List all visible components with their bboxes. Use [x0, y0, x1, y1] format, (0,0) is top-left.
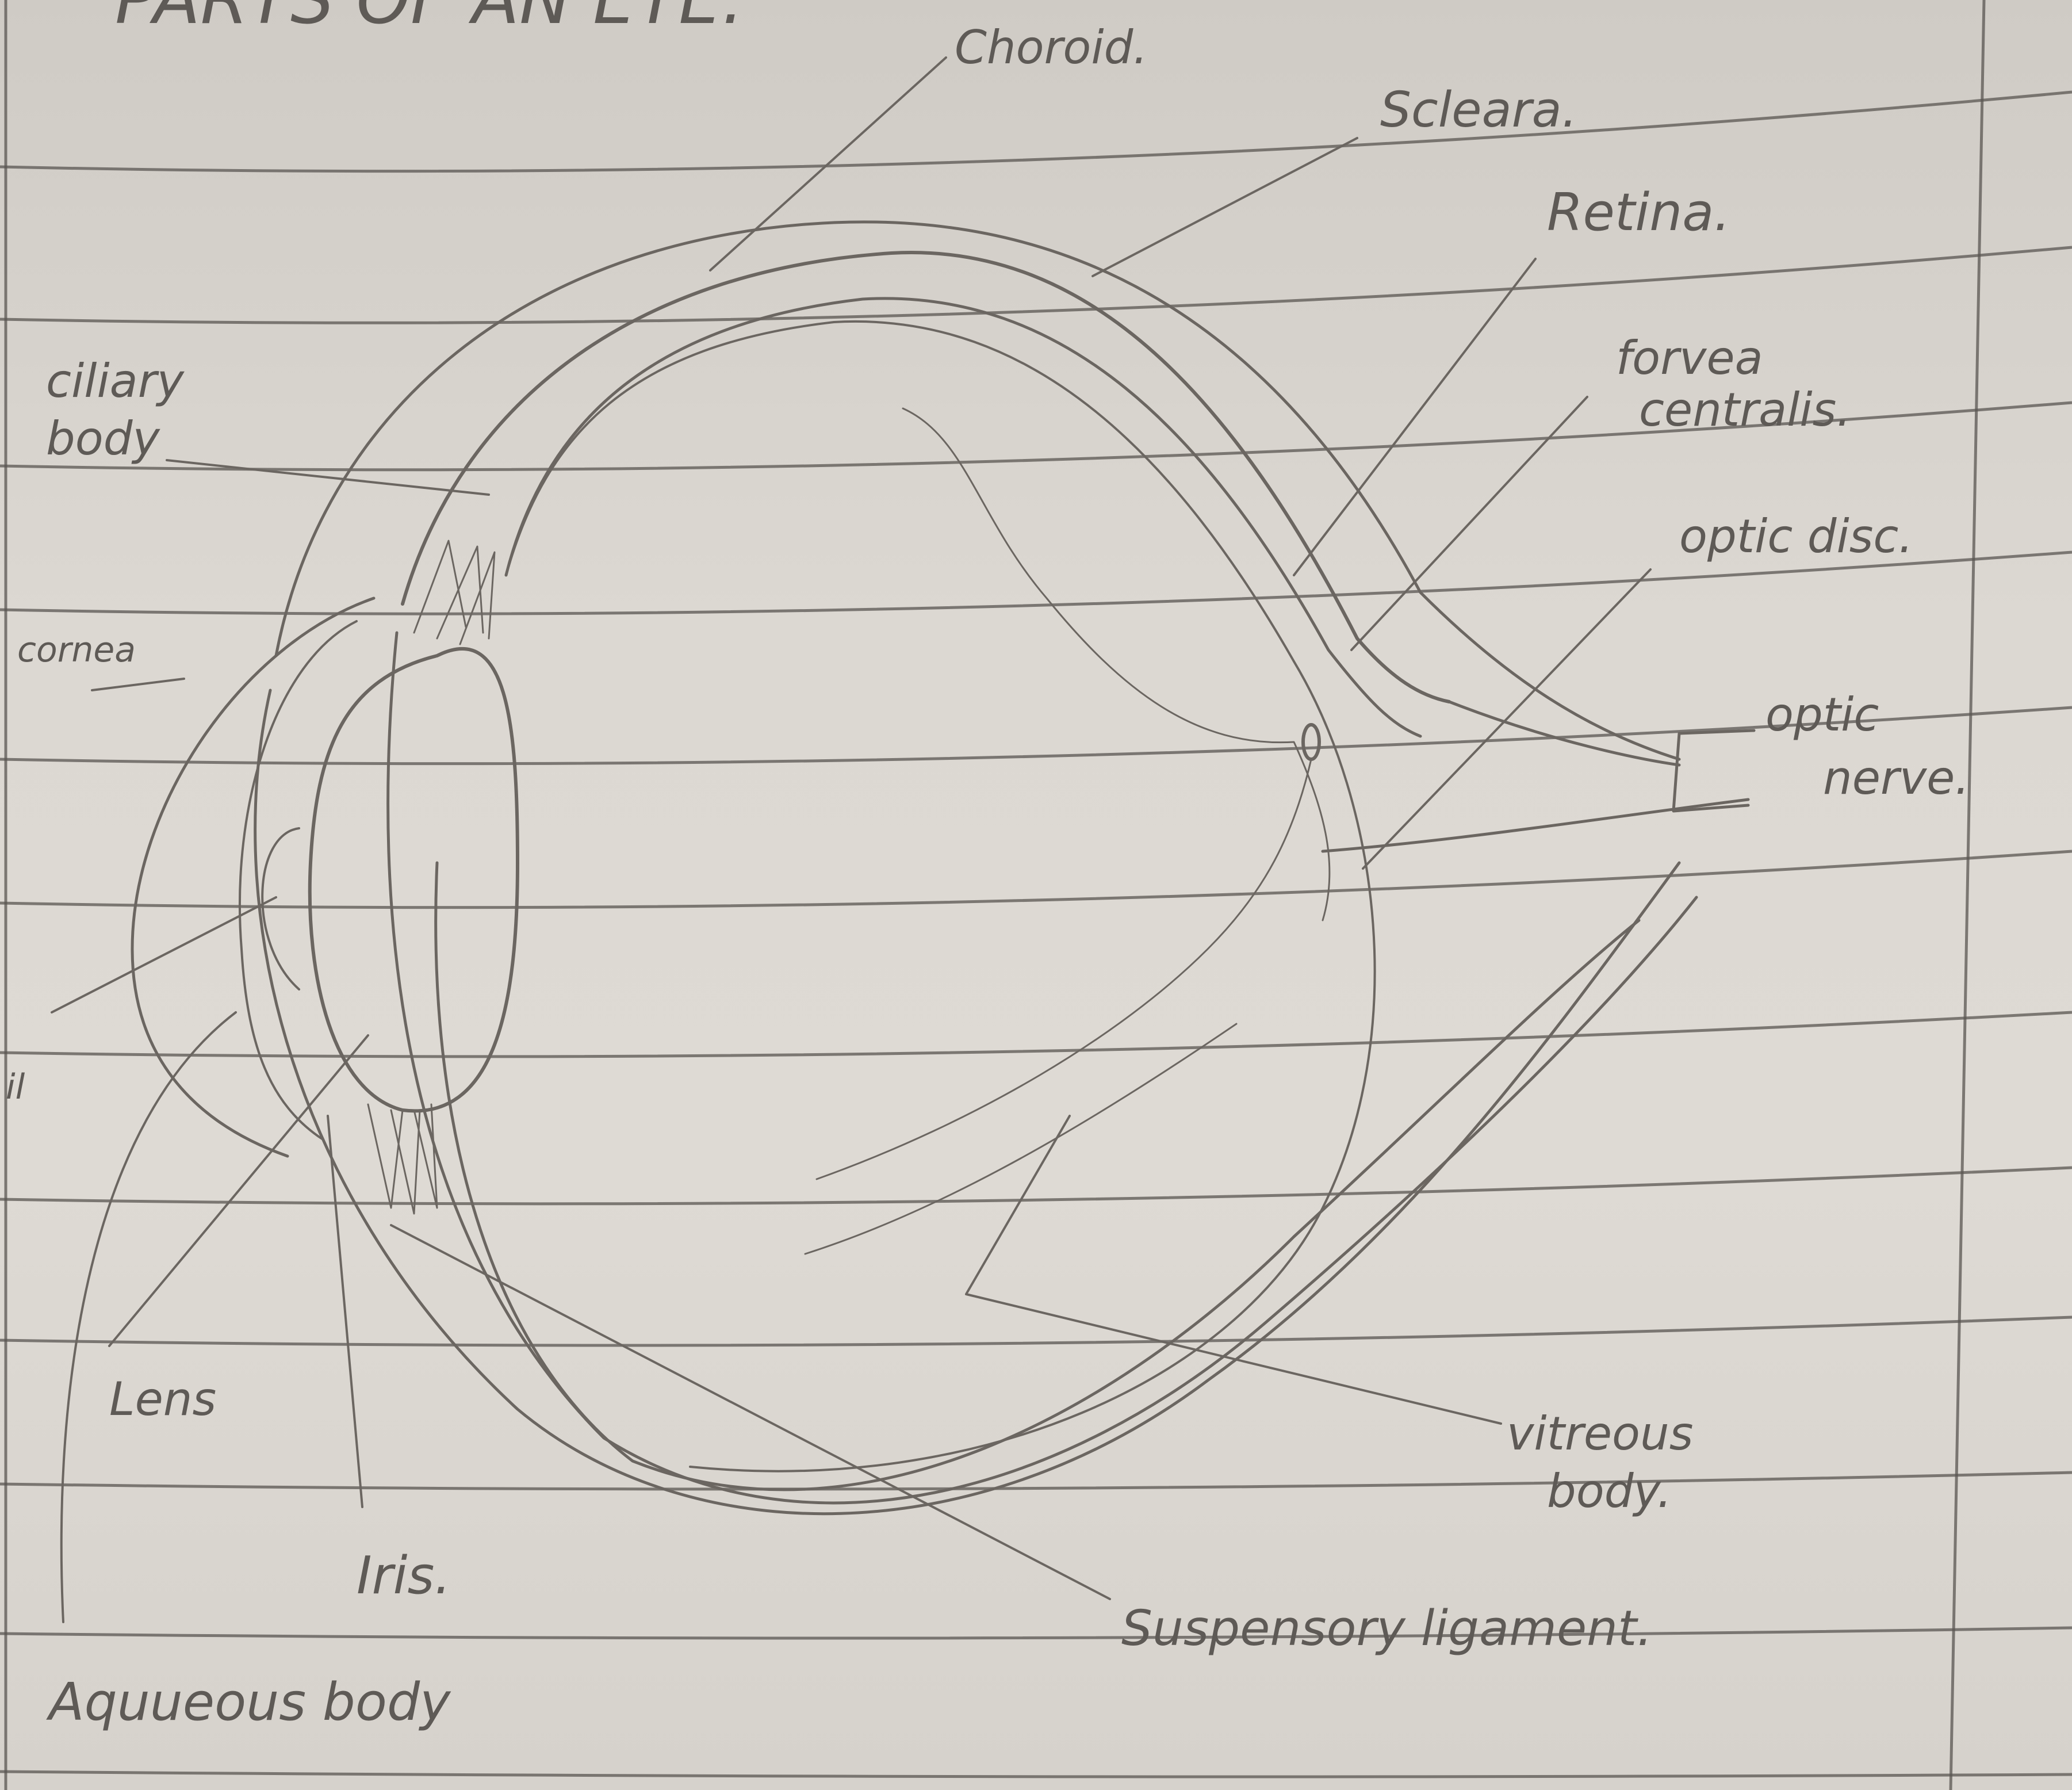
ciliary-ridges-top — [414, 541, 495, 644]
vitreous-outline — [506, 322, 1375, 1471]
page-heading: PARTS OF AN EYE: — [115, 0, 745, 40]
fovea-leader — [1351, 397, 1587, 650]
lens-leader — [109, 1035, 368, 1346]
label-vitreous-line1: vitreous — [1507, 1407, 1693, 1460]
label-optic-nerve-line2: nerve. — [1823, 751, 1970, 805]
sclera-leader — [1093, 138, 1357, 276]
optic-disc-mark — [1303, 725, 1319, 759]
label-fovea-line2: centralis. — [1639, 383, 1851, 437]
lens-shape — [310, 649, 518, 1111]
blood-vessel-branch — [805, 1024, 1236, 1254]
label-lens: Lens — [109, 1372, 216, 1426]
sclera-lower-outline — [255, 690, 1679, 1514]
iris-leader — [328, 1116, 362, 1507]
eye-drawing — [132, 222, 1754, 1514]
label-sclera: Scleara. — [1380, 82, 1577, 139]
optic-disc-leader — [1363, 569, 1650, 869]
vitreous-leader — [966, 1116, 1501, 1424]
retina-lower-layer — [436, 863, 1639, 1490]
retina-layer — [506, 299, 1420, 736]
label-ciliary-line1: ciliary — [46, 354, 185, 408]
blood-vessel-lower — [817, 759, 1311, 1179]
sclera-outline — [276, 222, 1679, 759]
label-cornea: cornea — [17, 630, 136, 670]
label-aqueous: Aquueous body — [46, 1672, 451, 1732]
label-choroid: Choroid. — [955, 21, 1148, 74]
suspensory-leader — [391, 1225, 1110, 1599]
retina-leader — [1294, 259, 1535, 575]
label-retina: Retina. — [1547, 182, 1730, 243]
aqueous-leader — [62, 1012, 236, 1622]
ciliary-leader — [167, 460, 489, 495]
label-optic-nerve-line1: optic — [1765, 688, 1879, 741]
label-pupil-fragment: il — [6, 1067, 25, 1107]
label-suspensory: Suspensory ligament. — [1121, 1600, 1652, 1657]
choroid-layer — [403, 253, 1449, 702]
label-iris: Iris. — [357, 1546, 451, 1606]
label-ciliary-line2: body — [46, 412, 161, 465]
label-optic-disc: optic disc. — [1679, 510, 1913, 563]
leader-lines — [52, 58, 1650, 1622]
label-vitreous-line2: body. — [1547, 1464, 1672, 1518]
label-fovea-line1: forvea — [1616, 331, 1763, 385]
cornea-leader — [92, 679, 184, 690]
